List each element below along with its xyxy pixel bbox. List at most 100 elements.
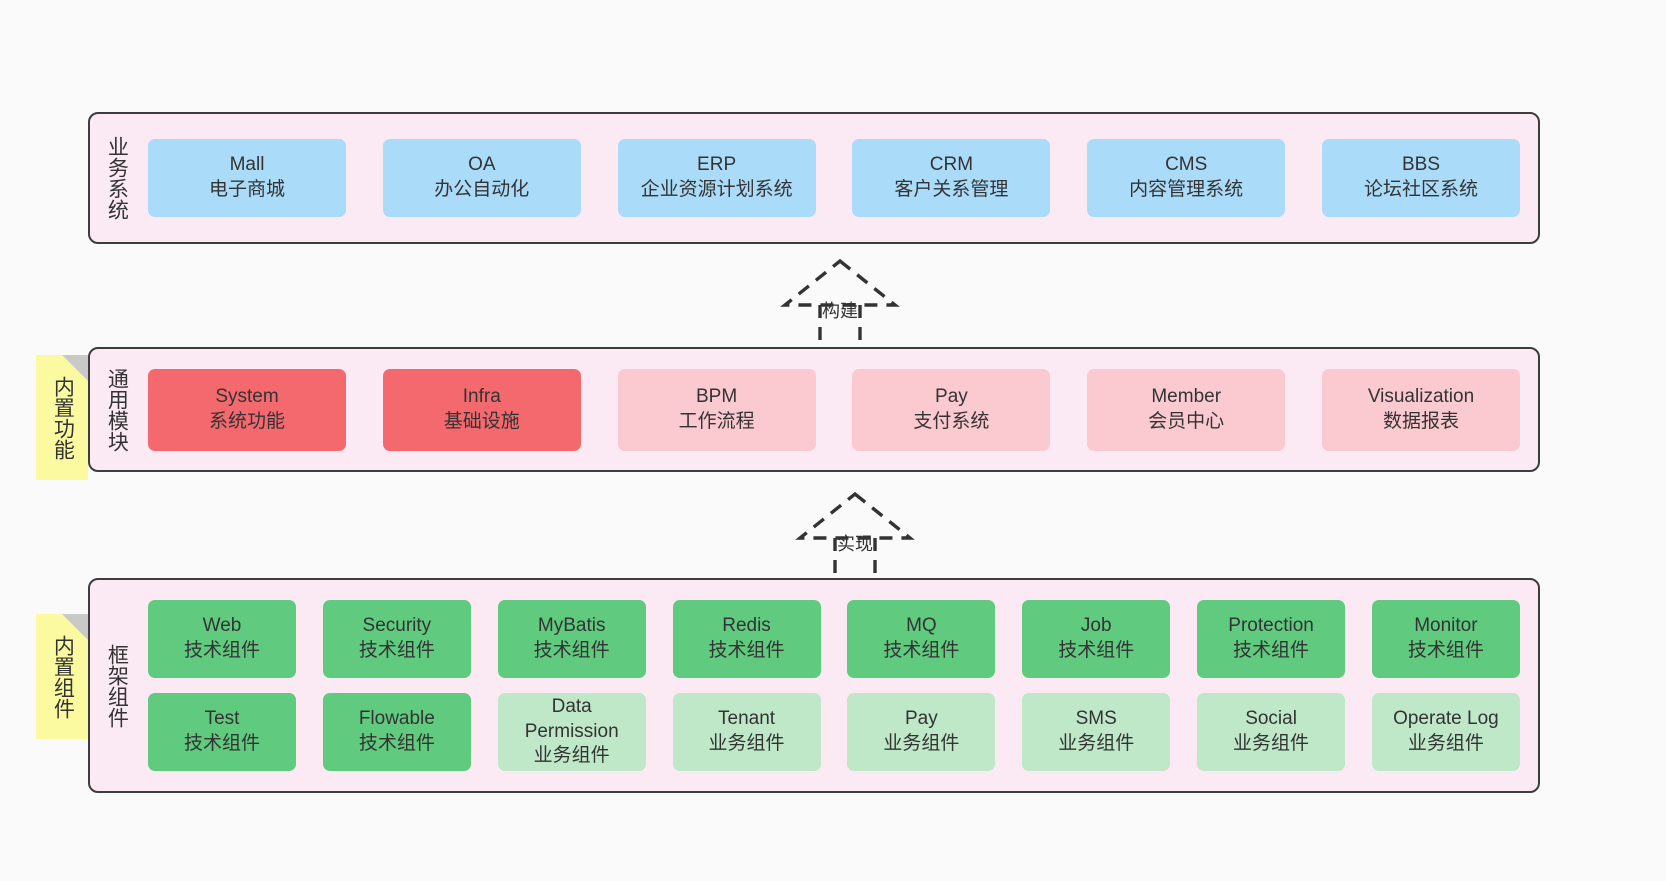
box-pay-module-cn: 支付系统	[913, 410, 990, 432]
box-visualization[interactable]: Visualization 数据报表	[1321, 368, 1520, 451]
box-test-en: Test	[204, 708, 240, 730]
box-pay-component[interactable]: Pay 业务组件	[847, 693, 996, 771]
note-builtin-components-label: 内置组件	[51, 634, 75, 719]
box-monitor[interactable]: Monitor 技术组件	[1371, 600, 1520, 678]
box-social[interactable]: Social 业务组件	[1197, 693, 1346, 771]
common-modules-row: System 系统功能 Infra 基础设施 BPM 工作流程 Pay 支付系统…	[148, 368, 1520, 451]
box-job-cn: 技术组件	[1058, 640, 1135, 661]
box-tenant[interactable]: Tenant 业务组件	[672, 693, 821, 771]
box-redis-en: Redis	[722, 615, 771, 637]
box-system-en: System	[215, 385, 279, 407]
layer-framework-components-caption: 框架组件	[105, 643, 129, 728]
box-mq[interactable]: MQ 技术组件	[847, 600, 996, 678]
box-redis[interactable]: Redis 技术组件	[672, 600, 821, 678]
box-test-cn: 技术组件	[183, 733, 260, 754]
box-data-permission-en: Data Permission	[524, 695, 619, 742]
box-sms-en: SMS	[1075, 708, 1117, 730]
connector-build: 构建	[755, 255, 925, 351]
box-bbs-cn: 论坛社区系统	[1363, 179, 1478, 200]
box-redis-cn: 技术组件	[708, 640, 785, 661]
box-sms[interactable]: SMS 业务组件	[1022, 693, 1171, 771]
framework-biz-row: Test 技术组件 Flowable 技术组件 Data Permission …	[148, 693, 1520, 771]
box-pay-component-cn: 业务组件	[883, 733, 960, 754]
box-visualization-cn: 数据报表	[1382, 410, 1459, 432]
box-cms-en: CMS	[1165, 154, 1208, 176]
box-erp-en: ERP	[697, 154, 737, 176]
box-security-en: Security	[362, 615, 432, 637]
box-mall-cn: 电子商城	[208, 179, 285, 200]
connector-implement: 实现	[770, 488, 940, 584]
box-crm[interactable]: CRM 客户关系管理	[852, 139, 1051, 217]
box-crm-en: CRM	[929, 154, 974, 176]
box-pay-module-en: Pay	[935, 385, 968, 407]
box-pay-component-en: Pay	[905, 708, 938, 730]
box-mybatis-cn: 技术组件	[533, 640, 610, 661]
layer-framework-components: 框架组件 Web 技术组件 Security 技术组件 MyBatis 技术组件…	[88, 578, 1540, 793]
box-pay-module[interactable]: Pay 支付系统	[852, 368, 1051, 451]
box-web-cn: 技术组件	[183, 640, 260, 661]
box-monitor-en: Monitor	[1414, 615, 1478, 637]
box-infra-en: Infra	[462, 385, 501, 407]
connector-implement-label: 实现	[837, 534, 873, 554]
box-sms-cn: 业务组件	[1058, 733, 1135, 754]
layer-business-systems: 业务系统 Mall 电子商城 OA 办公自动化 ERP 企业资源计划系统 CRM	[88, 112, 1540, 244]
box-infra-cn: 基础设施	[443, 410, 520, 432]
box-job[interactable]: Job 技术组件	[1022, 600, 1171, 678]
box-operate-log-en: Operate Log	[1393, 708, 1499, 730]
box-infra[interactable]: Infra 基础设施	[382, 368, 581, 451]
box-security-cn: 技术组件	[358, 640, 435, 661]
box-mq-en: MQ	[906, 615, 937, 637]
box-erp[interactable]: ERP 企业资源计划系统	[617, 139, 816, 217]
note-builtin-features: 内置功能	[36, 355, 88, 480]
box-monitor-cn: 技术组件	[1407, 640, 1484, 661]
box-job-en: Job	[1080, 615, 1112, 637]
box-data-permission-cn: 业务组件	[533, 745, 610, 767]
box-social-cn: 业务组件	[1233, 733, 1310, 754]
box-web-en: Web	[202, 615, 242, 637]
box-tenant-cn: 业务组件	[708, 733, 785, 754]
box-crm-cn: 客户关系管理	[894, 179, 1009, 200]
note-builtin-components: 内置组件	[36, 614, 88, 739]
box-erp-cn: 企业资源计划系统	[640, 179, 793, 200]
box-system[interactable]: System 系统功能	[148, 368, 346, 451]
box-protection[interactable]: Protection 技术组件	[1197, 600, 1346, 678]
box-test[interactable]: Test 技术组件	[148, 693, 296, 771]
box-oa-en: OA	[468, 154, 496, 176]
box-tenant-en: Tenant	[718, 708, 776, 730]
box-flowable-cn: 技术组件	[358, 733, 435, 754]
box-security[interactable]: Security 技术组件	[322, 600, 471, 678]
note-builtin-features-label: 内置功能	[51, 375, 75, 460]
box-mall[interactable]: Mall 电子商城	[148, 139, 346, 217]
box-oa[interactable]: OA 办公自动化	[382, 139, 581, 217]
box-social-en: Social	[1245, 708, 1297, 730]
box-cms[interactable]: CMS 内容管理系统	[1087, 139, 1286, 217]
box-operate-log[interactable]: Operate Log 业务组件	[1371, 693, 1520, 771]
box-system-cn: 系统功能	[208, 410, 285, 432]
box-flowable[interactable]: Flowable 技术组件	[322, 693, 471, 771]
box-member-en: Member	[1151, 385, 1222, 407]
layer-business-systems-caption: 业务系统	[105, 136, 129, 220]
box-bpm-cn: 工作流程	[678, 410, 755, 432]
box-mall-en: Mall	[229, 154, 265, 176]
box-bbs[interactable]: BBS 论坛社区系统	[1321, 139, 1520, 217]
box-bpm[interactable]: BPM 工作流程	[617, 368, 816, 451]
box-mybatis[interactable]: MyBatis 技术组件	[497, 600, 646, 678]
note-fold-corner-icon	[62, 614, 88, 640]
layer-common-modules-caption: 通用模块	[105, 367, 129, 452]
box-member-cn: 会员中心	[1148, 410, 1225, 432]
box-mybatis-en: MyBatis	[537, 615, 606, 637]
box-operate-log-cn: 业务组件	[1407, 733, 1484, 754]
box-flowable-en: Flowable	[358, 708, 435, 730]
box-web[interactable]: Web 技术组件	[148, 600, 296, 678]
layer-common-modules-body: System 系统功能 Infra 基础设施 BPM 工作流程 Pay 支付系统…	[142, 349, 1538, 470]
layer-business-systems-body: Mall 电子商城 OA 办公自动化 ERP 企业资源计划系统 CRM 客户关系…	[142, 114, 1538, 242]
box-protection-cn: 技术组件	[1233, 640, 1310, 661]
note-fold-corner-icon	[62, 355, 88, 381]
box-protection-en: Protection	[1228, 615, 1314, 637]
box-mq-cn: 技术组件	[883, 640, 960, 661]
box-cms-cn: 内容管理系统	[1129, 179, 1244, 200]
box-member[interactable]: Member 会员中心	[1087, 368, 1286, 451]
box-data-permission[interactable]: Data Permission 业务组件	[497, 693, 646, 771]
box-visualization-en: Visualization	[1367, 385, 1475, 407]
